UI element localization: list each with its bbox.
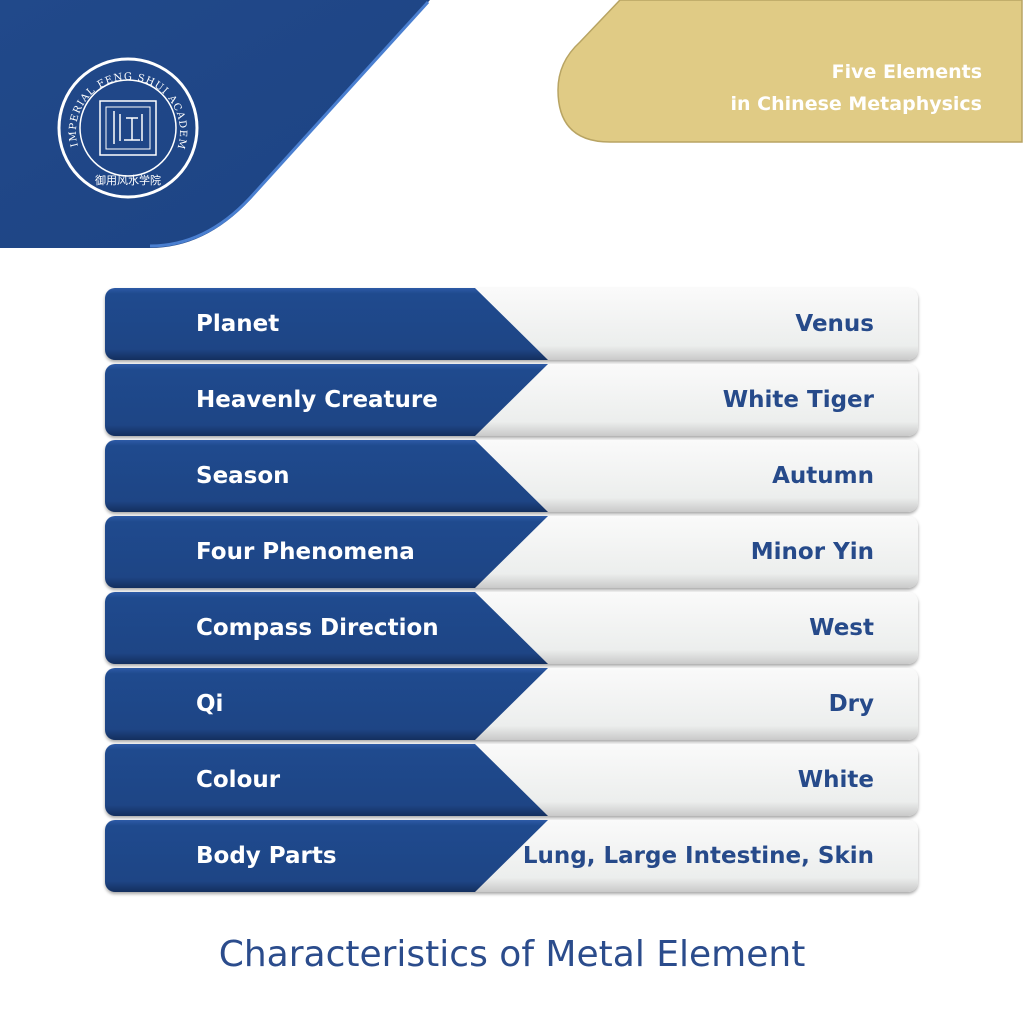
title-line-1: Five Elements <box>831 61 982 83</box>
row-value: Venus <box>795 310 874 337</box>
row-value: Dry <box>828 690 874 717</box>
row-value: White <box>797 766 874 793</box>
row-label: Body Parts <box>196 843 337 869</box>
row-label: Season <box>196 463 290 489</box>
row-value: Lung, Large Intestine, Skin <box>522 842 874 869</box>
gold-banner <box>557 0 1023 143</box>
row-label: Four Phenomena <box>196 539 415 565</box>
caption: Characteristics of Metal Element <box>218 934 806 975</box>
table-row: Colour White <box>105 744 918 816</box>
table-row: Season Autumn <box>105 440 918 512</box>
table-row: Four Phenomena Minor Yin <box>105 516 918 588</box>
table-row: Qi Dry <box>105 668 918 740</box>
row-label: Colour <box>196 767 281 793</box>
row-label: Qi <box>196 691 224 717</box>
svg-text:御用风水学院: 御用风水学院 <box>95 173 161 187</box>
row-label: Heavenly Creature <box>196 387 438 413</box>
table-row: Heavenly Creature White Tiger <box>105 364 918 436</box>
title-line-2: in Chinese Metaphysics <box>730 93 982 115</box>
academy-logo-seal: IMPERIAL FENG SHUI ACADEMY 御用风水学院 <box>51 48 200 200</box>
row-value: White Tiger <box>722 386 874 413</box>
table-row: Body Parts Lung, Large Intestine, Skin <box>105 820 918 892</box>
row-value: Autumn <box>772 462 874 489</box>
table-row: Compass Direction West <box>105 592 918 664</box>
blue-banner-highlight <box>149 0 430 248</box>
row-value: Minor Yin <box>750 538 874 565</box>
series-title: Five Elements in Chinese Metaphysics <box>731 56 982 120</box>
row-label: Compass Direction <box>196 615 439 641</box>
table-row: Planet Venus <box>105 288 918 360</box>
row-label: Planet <box>196 311 280 337</box>
row-value: West <box>809 614 874 641</box>
